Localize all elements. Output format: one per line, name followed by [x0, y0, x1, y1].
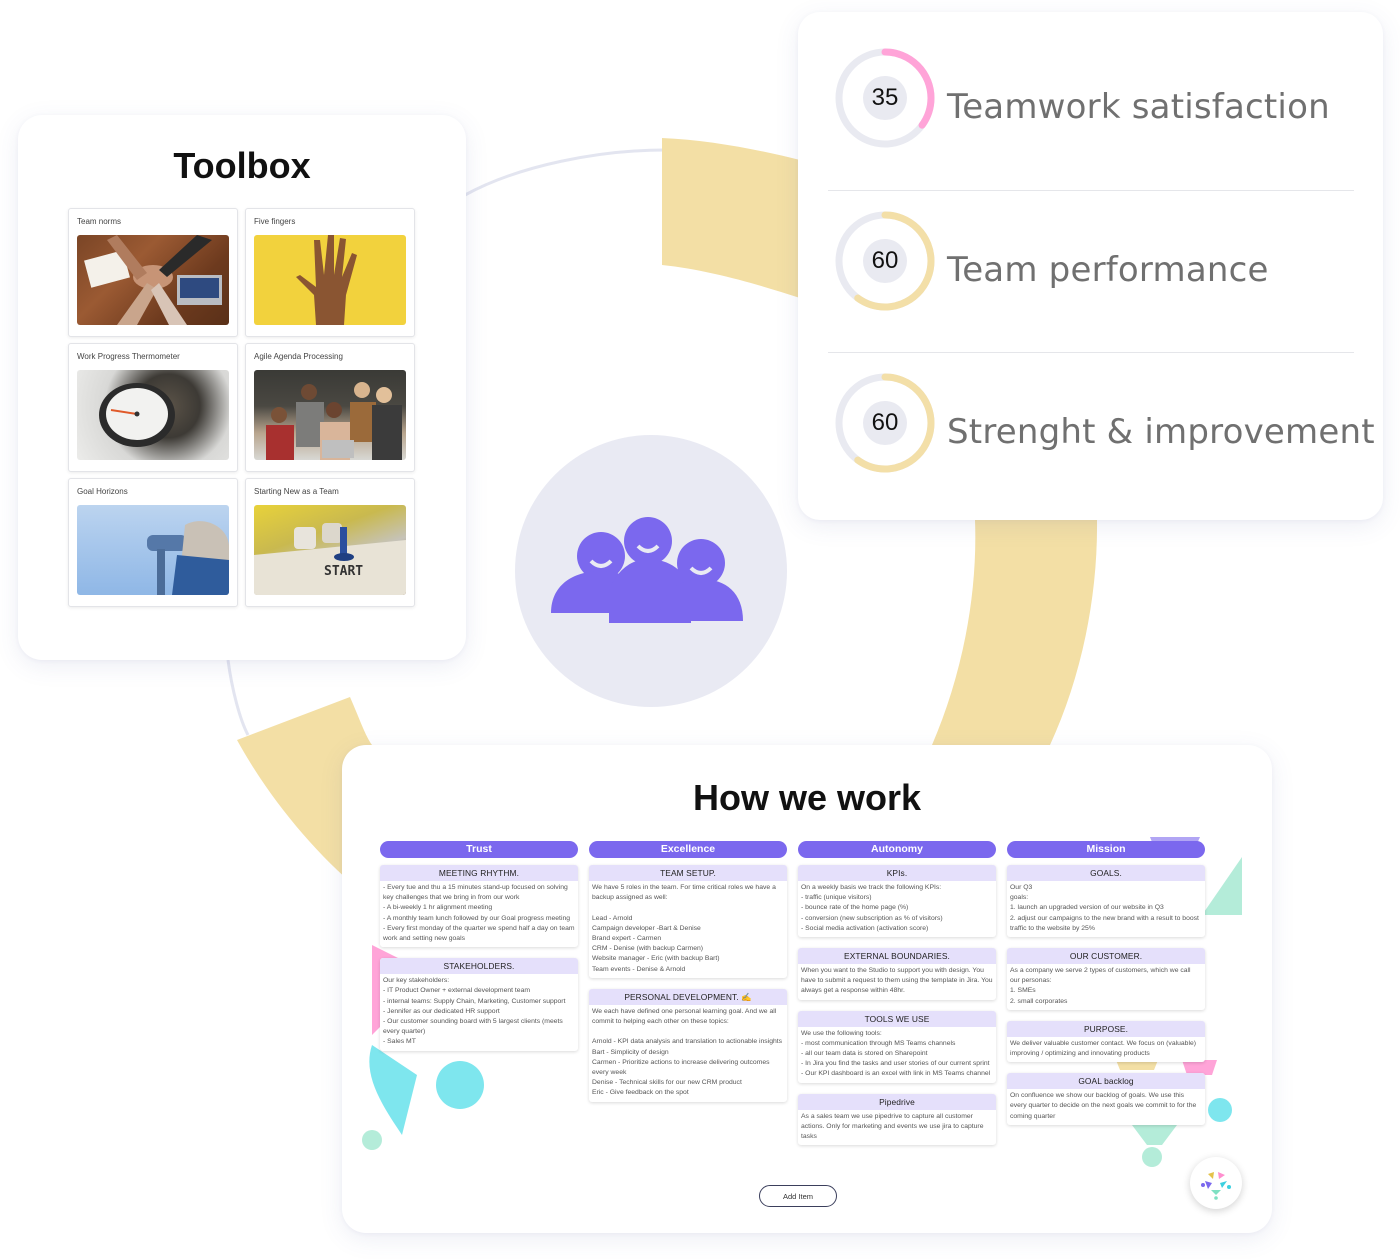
- svg-text:START: START: [324, 564, 363, 579]
- toolbox-grid: Team norms Five fingers: [68, 208, 415, 607]
- column-header-mission[interactable]: Mission: [1007, 841, 1205, 858]
- note-title: STAKEHOLDERS.: [380, 958, 578, 975]
- column-autonomy: Autonomy KPIs. On a weekly basis we trac…: [798, 841, 996, 1156]
- column-header-trust[interactable]: Trust: [380, 841, 578, 858]
- note-body: Our Q3 goals: 1. launch an upgraded vers…: [1010, 884, 1199, 932]
- note-title: MEETING RHYTHM.: [380, 865, 578, 881]
- metric-label: Strenght & improvement: [947, 412, 1375, 452]
- toolbox-item-label: Work Progress Thermometer: [77, 352, 180, 361]
- toolbox-item-starting-new-as-a-team[interactable]: Starting New as a Team START: [245, 478, 415, 607]
- toolbox-item-label: Five fingers: [254, 217, 296, 226]
- toolbox-item-label: Agile Agenda Processing: [254, 352, 343, 361]
- note-stakeholders[interactable]: STAKEHOLDERS. Our key stakeholders: - IT…: [380, 958, 578, 1051]
- board-title: How we work: [692, 777, 922, 818]
- thermometer-photo: [77, 370, 229, 460]
- toolbox-item-five-fingers[interactable]: Five fingers: [245, 208, 415, 337]
- note-meeting-rhythm[interactable]: MEETING RHYTHM. - Every tue and thu a 15…: [380, 865, 578, 948]
- team-icon-circle: [515, 435, 787, 707]
- progress-ring-icon: [835, 211, 935, 311]
- toolbox-item-work-progress-thermometer[interactable]: Work Progress Thermometer: [68, 343, 238, 472]
- note-body: We each have defined one personal learni…: [592, 1007, 783, 1097]
- note-body: We have 5 roles in the team. For time cr…: [592, 884, 776, 973]
- metric-strength-improvement[interactable]: 60 Strenght & improvement: [798, 362, 1383, 524]
- note-kpis[interactable]: KPIs. On a weekly basis we track the fol…: [798, 865, 996, 938]
- note-body: On confluence we show our backlog of goa…: [1010, 1092, 1197, 1120]
- toolbox-item-goal-horizons[interactable]: Goal Horizons: [68, 478, 238, 607]
- metric-label: Teamwork satisfaction: [947, 87, 1330, 127]
- note-goals[interactable]: GOALS. Our Q3 goals: 1. launch an upgrad…: [1007, 865, 1205, 938]
- metric-label: Team performance: [947, 250, 1269, 290]
- five-fingers-photo: [254, 235, 406, 325]
- toolbox-item-agile-agenda-processing[interactable]: Agile Agenda Processing: [245, 343, 415, 472]
- note-body: When you want to the Studio to support y…: [801, 967, 993, 995]
- app-logo-button[interactable]: [1190, 1157, 1242, 1209]
- note-title: TOOLS WE USE: [798, 1010, 996, 1027]
- note-title: PERSONAL DEVELOPMENT. ✍: [589, 988, 787, 1005]
- column-header-excellence[interactable]: Excellence: [589, 841, 787, 858]
- toolbox-panel: Toolbox Team norms Five fingers: [18, 115, 466, 660]
- metric-value: 35: [871, 84, 899, 111]
- note-title: Pipedrive: [798, 1093, 996, 1110]
- how-we-work-board: How we work Trust MEETING RHYTHM. - Ever…: [342, 745, 1272, 1233]
- toolbox-item-label: Starting New as a Team: [254, 487, 339, 496]
- note-body: As a sales team we use pipedrive to capt…: [801, 1112, 984, 1141]
- metric-value: 60: [871, 247, 899, 274]
- metric-teamwork-satisfaction[interactable]: 35 Teamwork satisfaction: [798, 37, 1383, 199]
- column-header-autonomy[interactable]: Autonomy: [798, 841, 996, 858]
- team-people-icon: [551, 517, 743, 623]
- app-logo-icon: [1201, 1172, 1231, 1200]
- note-tools-we-use[interactable]: TOOLS WE USE We use the following tools:…: [798, 1010, 996, 1083]
- board-columns: Trust MEETING RHYTHM. - Every tue and th…: [380, 841, 1205, 1156]
- progress-ring-icon: [835, 48, 935, 148]
- note-title: KPIs.: [798, 865, 996, 881]
- toolbox-item-team-norms[interactable]: Team norms: [68, 208, 238, 337]
- note-body: - Every tue and thu a 15 minutes stand-u…: [383, 884, 575, 943]
- note-purpose[interactable]: PURPOSE. We deliver valuable customer co…: [1007, 1020, 1205, 1063]
- divider: [828, 190, 1354, 191]
- note-title: TEAM SETUP.: [589, 865, 787, 881]
- note-title: GOALS.: [1007, 865, 1205, 881]
- progress-ring-icon: [835, 373, 935, 473]
- board-game-start-photo: START: [254, 505, 406, 595]
- team-metrics-panel: 35 Teamwork satisfaction 60 Team perform…: [798, 12, 1383, 520]
- add-item-button[interactable]: Add Item: [759, 1185, 837, 1207]
- note-title: GOAL backlog: [1007, 1073, 1205, 1090]
- column-excellence: Excellence TEAM SETUP. We have 5 roles i…: [589, 841, 787, 1156]
- column-trust: Trust MEETING RHYTHM. - Every tue and th…: [380, 841, 578, 1156]
- agile-team-photo: [254, 370, 406, 460]
- team-norms-photo: [77, 235, 229, 325]
- toolbox-item-label: Goal Horizons: [77, 487, 128, 496]
- toolbox-title: Toolbox: [173, 145, 311, 186]
- note-title: OUR CUSTOMER.: [1007, 948, 1205, 965]
- note-body: As a company we serve 2 types of custome…: [1010, 967, 1191, 1005]
- metric-value: 60: [871, 409, 899, 436]
- note-external-boundaries[interactable]: EXTERNAL BOUNDARIES. When you want to th…: [798, 948, 996, 1000]
- note-pipedrive[interactable]: Pipedrive As a sales team we use pipedri…: [798, 1093, 996, 1146]
- divider: [828, 352, 1354, 353]
- note-our-customer[interactable]: OUR CUSTOMER. As a company we serve 2 ty…: [1007, 948, 1205, 1010]
- note-goal-backlog[interactable]: GOAL backlog On confluence we show our b…: [1007, 1073, 1205, 1125]
- metric-team-performance[interactable]: 60 Team performance: [798, 200, 1383, 362]
- note-body: On a weekly basis we track the following…: [801, 884, 943, 932]
- note-team-setup[interactable]: TEAM SETUP. We have 5 roles in the team.…: [589, 865, 787, 978]
- note-title: PURPOSE.: [1007, 1020, 1205, 1037]
- note-body: We deliver valuable customer contact. We…: [1010, 1039, 1196, 1058]
- note-body: We use the following tools: - most commu…: [801, 1029, 991, 1078]
- note-body: Our key stakeholders: - IT Product Owner…: [383, 977, 566, 1046]
- column-mission: Mission GOALS. Our Q3 goals: 1. launch a…: [1007, 841, 1205, 1156]
- note-title: EXTERNAL BOUNDARIES.: [798, 948, 996, 965]
- binoculars-photo: [77, 505, 229, 595]
- note-personal-development[interactable]: PERSONAL DEVELOPMENT. ✍ We each have def…: [589, 988, 787, 1102]
- toolbox-item-label: Team norms: [77, 217, 122, 226]
